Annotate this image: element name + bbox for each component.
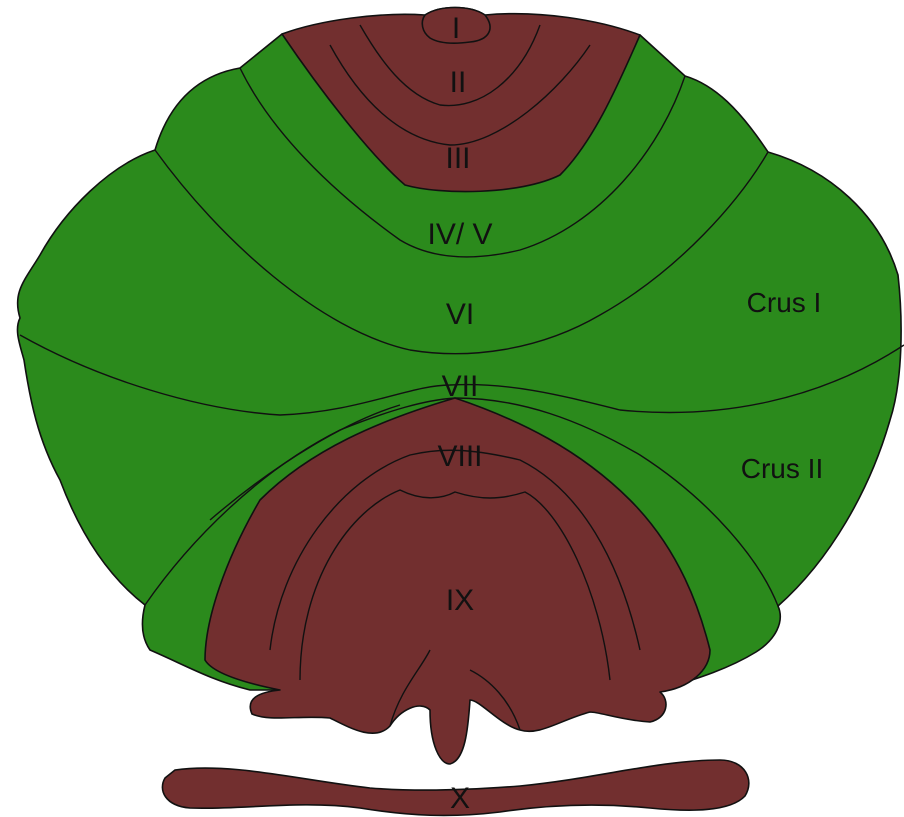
lobule-iv-v-label: IV/ V <box>427 218 492 251</box>
lobule-ii-label: II <box>450 66 467 99</box>
lobule-i-label: I <box>452 12 460 45</box>
lobule-vi-label: VI <box>446 298 474 331</box>
lobule-ix-label: IX <box>446 584 474 617</box>
lobule-vii-label: VII <box>442 370 479 403</box>
crus-ii-label: Crus II <box>741 453 823 484</box>
lobule-viii-label: VIII <box>437 440 482 473</box>
lobule-iii-label: III <box>445 142 470 175</box>
lobule-x-label: X <box>450 782 470 815</box>
crus-i-label: Crus I <box>747 287 822 318</box>
